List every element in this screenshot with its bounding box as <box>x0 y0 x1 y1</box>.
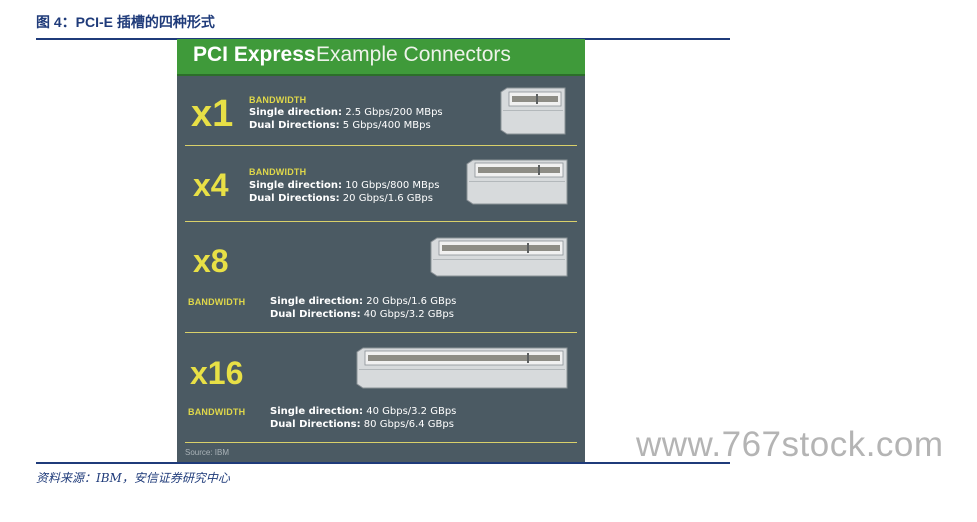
row-x16-single-value: 40 Gbps/3.2 GBps <box>366 406 457 417</box>
row-separator <box>185 442 577 443</box>
row-x1-single-label: Single direction: <box>249 107 343 118</box>
figure-title: 图 4：PCI-E 插槽的四种形式 <box>36 14 215 30</box>
row-x16-single: Single direction: 40 Gbps/3.2 GBps <box>270 406 456 417</box>
row-separator <box>185 221 577 222</box>
pci-e-x1-slot-icon <box>500 87 566 135</box>
pci-e-x4-slot-icon <box>466 159 568 205</box>
pci-express-panel: PCI Express Example Connectors x1 BANDWI… <box>177 39 585 462</box>
row-x1-dual-label: Dual Directions: <box>249 120 340 131</box>
row-x8-label: x8 <box>193 243 229 279</box>
panel-title-rest: Example Connectors <box>316 43 511 66</box>
row-x1-single-value: 2.5 Gbps/200 MBps <box>345 107 443 118</box>
row-x4-single: Single direction: 10 Gbps/800 MBps <box>249 180 439 191</box>
row-x4-dual: Dual Directions: 20 Gbps/1.6 GBps <box>249 193 433 204</box>
panel-source-note: Source: IBM <box>185 448 230 457</box>
row-x8-single: Single direction: 20 Gbps/1.6 GBps <box>270 296 456 307</box>
row-x16-dual-value: 80 Gbps/6.4 GBps <box>363 419 454 430</box>
row-x4-dual-label: Dual Directions: <box>249 193 340 204</box>
row-x16-dual: Dual Directions: 80 Gbps/6.4 GBps <box>270 419 454 430</box>
row-x8-dual-label: Dual Directions: <box>270 309 361 320</box>
row-x8-bandwidth-heading: BANDWIDTH <box>188 297 246 307</box>
row-x1-bandwidth-heading: BANDWIDTH <box>249 95 307 105</box>
pci-e-x8-slot-icon <box>430 237 568 277</box>
row-x8-single-label: Single direction: <box>270 296 364 307</box>
row-x1-single: Single direction: 2.5 Gbps/200 MBps <box>249 107 443 118</box>
row-x4-label: x4 <box>193 167 229 203</box>
row-x1-label: x1 <box>191 93 234 135</box>
panel-title-bold: PCI Express <box>193 43 316 66</box>
figure-source: 资料来源：IBM，安信证券研究中心 <box>36 471 230 485</box>
row-x16-label: x16 <box>190 355 244 391</box>
row-separator <box>185 332 577 333</box>
row-x4-dual-value: 20 Gbps/1.6 GBps <box>342 193 433 204</box>
row-x1-dual-value: 5 Gbps/400 MBps <box>342 120 431 131</box>
row-x4-single-label: Single direction: <box>249 180 343 191</box>
row-x16-dual-label: Dual Directions: <box>270 419 361 430</box>
row-x8-dual-value: 40 Gbps/3.2 GBps <box>363 309 454 320</box>
panel-header: PCI Express Example Connectors <box>177 39 585 76</box>
row-x8-dual: Dual Directions: 40 Gbps/3.2 GBps <box>270 309 454 320</box>
bottom-rule <box>36 462 730 464</box>
row-x16-bandwidth-heading: BANDWIDTH <box>188 407 246 417</box>
row-x16-single-label: Single direction: <box>270 406 364 417</box>
row-x4-bandwidth-heading: BANDWIDTH <box>249 167 307 177</box>
row-x4-single-value: 10 Gbps/800 MBps <box>345 180 440 191</box>
row-x1-dual: Dual Directions: 5 Gbps/400 MBps <box>249 120 431 131</box>
row-separator <box>185 145 577 146</box>
pci-e-x16-slot-icon <box>356 347 568 389</box>
row-x8-single-value: 20 Gbps/1.6 GBps <box>366 296 457 307</box>
watermark: www.767stock.com <box>636 425 944 464</box>
